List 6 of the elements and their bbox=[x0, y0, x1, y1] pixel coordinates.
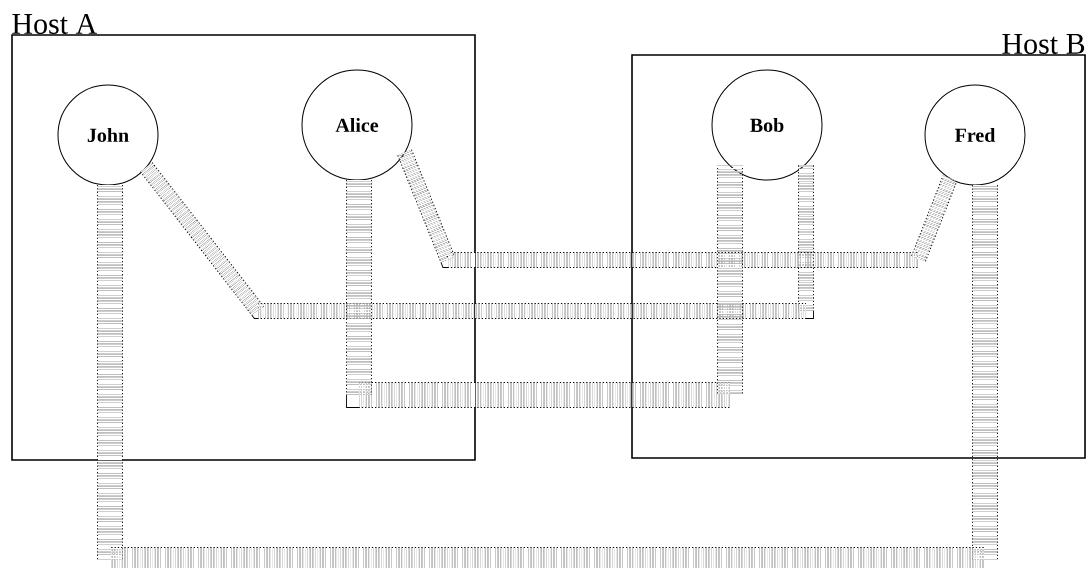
connector bbox=[140, 162, 814, 319]
node-label: Host A bbox=[12, 13, 98, 34]
node-label: Host B bbox=[1002, 34, 1085, 54]
connector bbox=[346, 165, 743, 408]
connector bbox=[97, 184, 998, 568]
connector bbox=[397, 149, 958, 268]
